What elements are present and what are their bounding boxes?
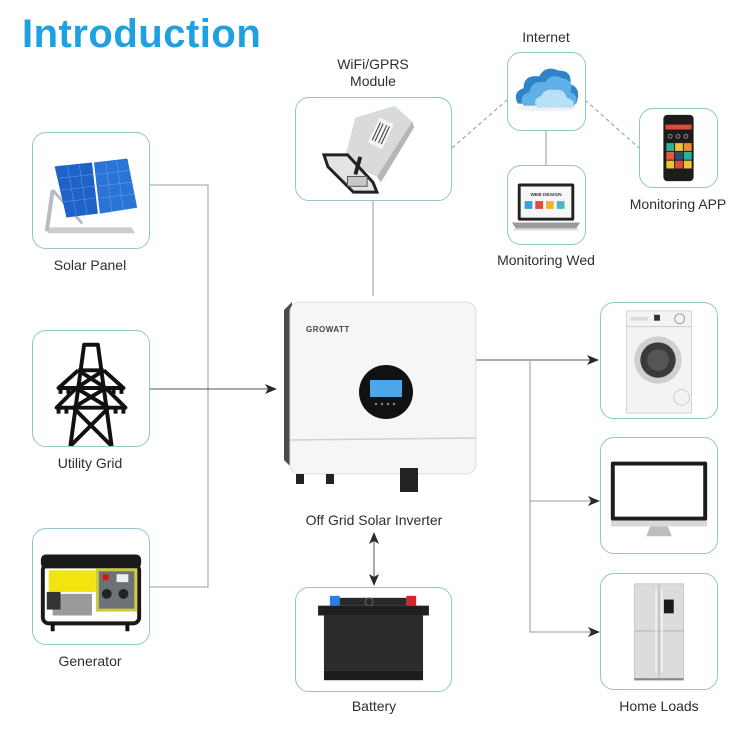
laptop-screen-text: WEB DESIGN [530,192,562,198]
cloud-icon [515,68,579,112]
wifi-module-label-line1: WiFi/GPRS [337,56,409,72]
monitoring-app-label: Monitoring APP [629,196,727,212]
power-tower-icon [54,342,128,446]
page-title: Introduction [22,12,262,56]
wifi-module-icon [321,105,415,194]
battery-card[interactable] [295,587,452,692]
internet-label: Internet [522,29,570,45]
inverter-label: Off Grid Solar Inverter [305,512,443,528]
wifi-module-label-line2: Module [350,73,396,89]
load-monitor-card[interactable] [600,437,718,554]
load-refrigerator-card[interactable] [600,573,718,690]
wifi-module-card[interactable] [295,97,452,201]
laptop-icon: WEB DESIGN [511,183,581,231]
washing-machine-icon [626,310,692,414]
solar-connector [149,184,209,588]
monitoring-app-card[interactable] [639,108,718,188]
inverter-unit[interactable]: GROWATT [278,292,478,492]
generator-icon [40,554,142,632]
refrigerator-icon [633,583,685,681]
wifi-module-label: WiFi/GPRS Module [337,56,409,90]
solar-panel-label: Solar Panel [53,257,127,273]
smartphone-icon [663,114,694,182]
load-washing-machine-card[interactable] [600,302,718,419]
solar-panel-icon [44,158,138,234]
internet-card[interactable] [507,52,586,131]
generator-label: Generator [58,653,122,669]
battery-label: Battery [351,698,397,714]
inverter-brand-text: GROWATT [306,325,350,334]
battery-icon [318,595,429,681]
inverter-icon: GROWATT [284,301,477,492]
utility-grid-card[interactable] [32,330,150,447]
loads-bus [529,360,598,633]
internet-to-app-dashed [584,99,640,149]
home-loads-label: Home Loads [619,698,699,714]
utility-grid-label: Utility Grid [57,455,123,471]
generator-card[interactable] [32,528,150,645]
wifi-to-internet-dashed [451,99,508,149]
monitoring-web-card[interactable]: WEB DESIGN [507,165,586,245]
monitoring-web-label: Monitoring Wed [497,252,595,268]
solar-panel-card[interactable] [32,132,150,249]
monitor-icon [610,461,708,537]
